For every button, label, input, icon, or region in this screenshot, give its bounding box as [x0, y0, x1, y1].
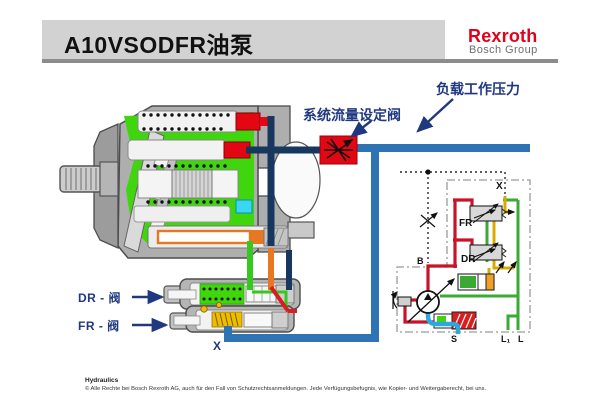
spline-shaft — [59, 161, 119, 197]
suction-line — [425, 311, 461, 334]
rexroth-logo: Rexroth — [468, 26, 538, 46]
spring-dots-top — [142, 113, 230, 131]
control-cylinder-symbol — [457, 273, 495, 291]
title-bar — [42, 20, 445, 59]
hydraulic-schematic — [390, 169, 531, 334]
red-piston-tip — [260, 117, 272, 126]
leader-arrows — [132, 98, 454, 333]
orange-rod — [156, 229, 252, 245]
red-piston-top — [235, 112, 261, 131]
block-channels — [252, 285, 297, 313]
dr-spring-green — [199, 283, 245, 305]
title-underline — [42, 59, 558, 63]
pump-cutaway — [59, 105, 321, 259]
pump-symbol — [390, 278, 455, 323]
label-fr-valve: FR - 阀 — [78, 319, 120, 333]
bosch-group-logo: Bosch Group — [469, 44, 538, 56]
plug-bolt — [287, 221, 315, 239]
red-lines — [403, 198, 474, 324]
label-load-pressure: 负载工作压力 — [436, 81, 520, 97]
valve-block-cutaway — [163, 278, 301, 333]
fr-valve-symbol — [469, 203, 507, 224]
schematic-label-s: S — [451, 334, 458, 344]
label-system-flow-valve: 系统流量设定阀 — [303, 107, 401, 123]
page-title: A10VSODFR油泵 — [64, 32, 254, 58]
arrow-to-flow-valve — [350, 120, 372, 138]
schematic-label-l1: L₁ — [501, 334, 511, 344]
dr-valve-symbol — [469, 242, 507, 263]
label-x-port: X — [213, 339, 222, 353]
schematic-label-l: L — [518, 334, 524, 344]
footer-department: Hydraulics — [85, 377, 119, 384]
arrow-to-load-pipe — [416, 98, 454, 133]
label-dr-valve: DR - 阀 — [78, 291, 121, 305]
flow-setting-valve — [319, 135, 358, 165]
pilot-line-dotted — [400, 171, 506, 263]
schematic-label-x: X — [496, 181, 503, 192]
footer-copyright: © Alle Rechte bei Bosch Rexroth AG, auch… — [85, 386, 487, 392]
schematic-label-fr: FR — [459, 218, 473, 229]
spring-dots-mid — [146, 164, 227, 204]
cyan-piston — [235, 199, 253, 214]
pipe-blue — [224, 144, 530, 342]
schematic-label-dr: DR — [461, 254, 476, 265]
pipe-navy — [246, 116, 322, 290]
schematic-label-b: B — [417, 256, 424, 266]
